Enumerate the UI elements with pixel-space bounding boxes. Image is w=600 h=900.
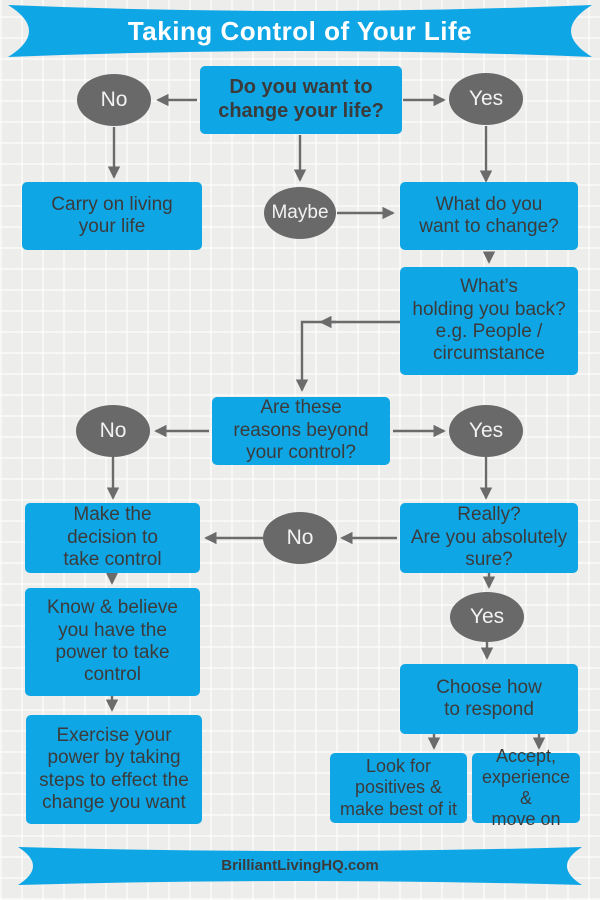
ellipse-no-3: No: [263, 512, 337, 564]
node-make-the-decision: Make the decision to take control: [25, 503, 200, 573]
ellipse-yes-3: Yes: [450, 592, 524, 642]
ellipse-no-1: No: [77, 74, 151, 126]
node-do-you-want-to-change: Do you want to change your life?: [200, 66, 402, 134]
node-look-for-positives: Look for positives & make best of it: [330, 753, 467, 823]
ellipse-no-2: No: [76, 405, 150, 457]
ellipse-yes-2: Yes: [449, 405, 523, 457]
node-really-absolutely-sure: Really? Are you absolutely sure?: [400, 503, 578, 573]
footer-ribbon: [18, 847, 582, 885]
node-reasons-beyond-control: Are these reasons beyond your control?: [212, 397, 390, 465]
node-know-and-believe: Know & believe you have the power to tak…: [25, 588, 200, 696]
title-ribbon: [8, 5, 592, 57]
ellipse-maybe: Maybe: [264, 187, 336, 239]
flow-connectors: [105, 93, 546, 750]
node-choose-how-to-respond: Choose how to respond: [400, 664, 578, 734]
node-exercise-your-power: Exercise your power by taking steps to e…: [26, 715, 202, 824]
node-carry-on-living: Carry on living your life: [22, 182, 202, 250]
node-whats-holding-you-back: What’s holding you back? e.g. People / c…: [400, 267, 578, 375]
node-what-do-you-want-to-change: What do you want to change?: [400, 182, 578, 250]
node-accept-experience-move-on: Accept, experience & move on: [472, 746, 580, 829]
ellipse-yes-1: Yes: [449, 73, 523, 125]
